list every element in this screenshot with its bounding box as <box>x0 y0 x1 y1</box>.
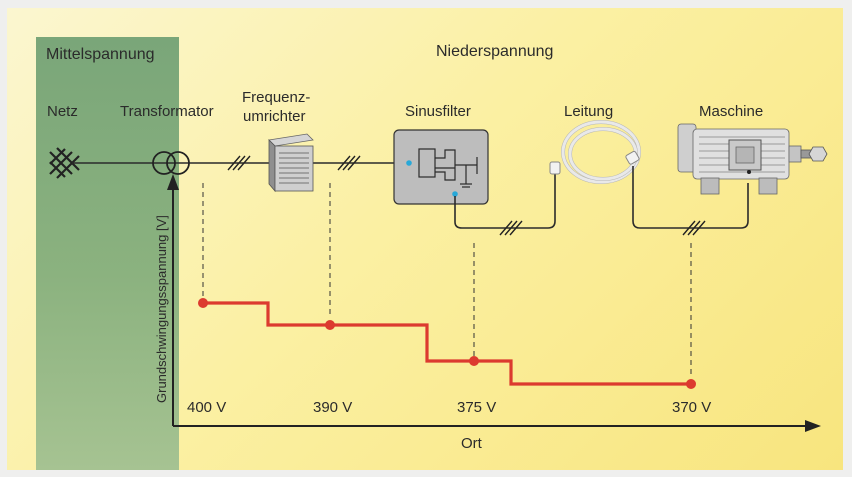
transformer-icon <box>152 151 190 175</box>
label-leitung: Leitung <box>564 103 613 120</box>
zone-label-medium-voltage: Mittelspannung <box>46 46 155 63</box>
machine-supply-wire <box>632 166 749 229</box>
voltage-label: 370 V <box>672 399 711 416</box>
zone-label-low-voltage: Niederspannung <box>436 43 553 60</box>
voltage-point <box>325 320 335 330</box>
voltage-point <box>469 356 479 366</box>
y-axis-arrow-icon <box>167 174 179 190</box>
label-transformator: Transformator <box>120 103 214 120</box>
voltage-step-line <box>203 301 691 386</box>
three-phase-mark-icon <box>227 155 251 171</box>
sine-filter-icon <box>393 129 489 205</box>
medium-voltage-zone <box>36 37 179 470</box>
voltage-label: 375 V <box>457 399 496 416</box>
voltage-point <box>198 298 208 308</box>
x-axis-arrow-icon <box>805 420 821 432</box>
grid-symbol-icon <box>49 147 80 179</box>
cable-coil-icon <box>549 120 641 184</box>
three-phase-mark-icon <box>682 220 706 236</box>
label-frequenzumrichter-line1: Frequenz- <box>242 89 310 106</box>
y-axis-label: Grundschwingungsspannung [V] <box>154 215 169 403</box>
label-frequenzumrichter-line2: umrichter <box>243 108 306 125</box>
label-netz: Netz <box>47 103 78 120</box>
label-sinusfilter: Sinusfilter <box>405 103 471 120</box>
x-axis-label: Ort <box>461 435 483 452</box>
motor-icon <box>677 123 828 195</box>
diagram-canvas: Mittelspannung Niederspannung Netz Trans… <box>46 43 828 452</box>
voltage-label: 400 V <box>187 399 226 416</box>
filter-output-wire <box>454 174 556 229</box>
three-phase-mark-icon <box>337 155 361 171</box>
frequency-converter-icon <box>268 133 314 193</box>
diagram-figure: Mittelspannung Niederspannung Netz Trans… <box>7 8 843 470</box>
voltage-point <box>686 379 696 389</box>
voltage-label: 390 V <box>313 399 352 416</box>
projection-lines <box>202 183 692 378</box>
three-phase-mark-icon <box>499 220 523 236</box>
label-maschine: Maschine <box>699 103 763 120</box>
